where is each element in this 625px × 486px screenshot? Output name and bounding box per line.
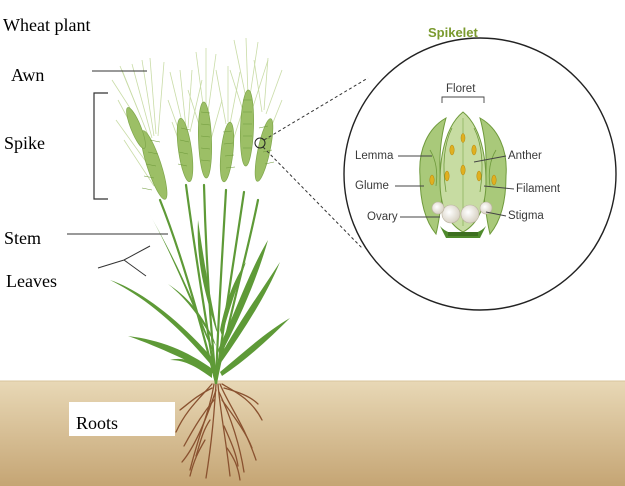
diagram-title: Wheat plant — [3, 15, 91, 35]
inset-leaders — [395, 96, 515, 218]
roots-label: Roots — [76, 413, 119, 433]
stigma-label: Stigma — [508, 210, 544, 222]
inset-leader-top — [263, 77, 369, 141]
glume-label: Glume — [355, 180, 389, 192]
spikelet-illustration — [419, 111, 507, 238]
spike-label: Spike — [4, 133, 46, 153]
spike-bracket — [93, 92, 108, 200]
lemma-label: Lemma — [355, 150, 394, 162]
filament-label: Filament — [516, 183, 561, 195]
inset-leader-bottom — [262, 146, 363, 249]
spikes — [126, 89, 274, 200]
leaves-label: Leaves — [6, 271, 57, 291]
leaves — [110, 215, 290, 378]
stem-label: Stem — [4, 228, 42, 248]
leaves-leader — [97, 245, 151, 277]
anther-label: Anther — [508, 150, 542, 162]
ovary-label: Ovary — [367, 211, 398, 223]
floret-label: Floret — [446, 83, 476, 95]
roots — [175, 383, 263, 481]
spikelet-marker — [254, 137, 266, 149]
inset-title: Spikelet — [428, 25, 478, 40]
awn-label: Awn — [11, 65, 45, 85]
roots-label-box — [69, 402, 175, 436]
